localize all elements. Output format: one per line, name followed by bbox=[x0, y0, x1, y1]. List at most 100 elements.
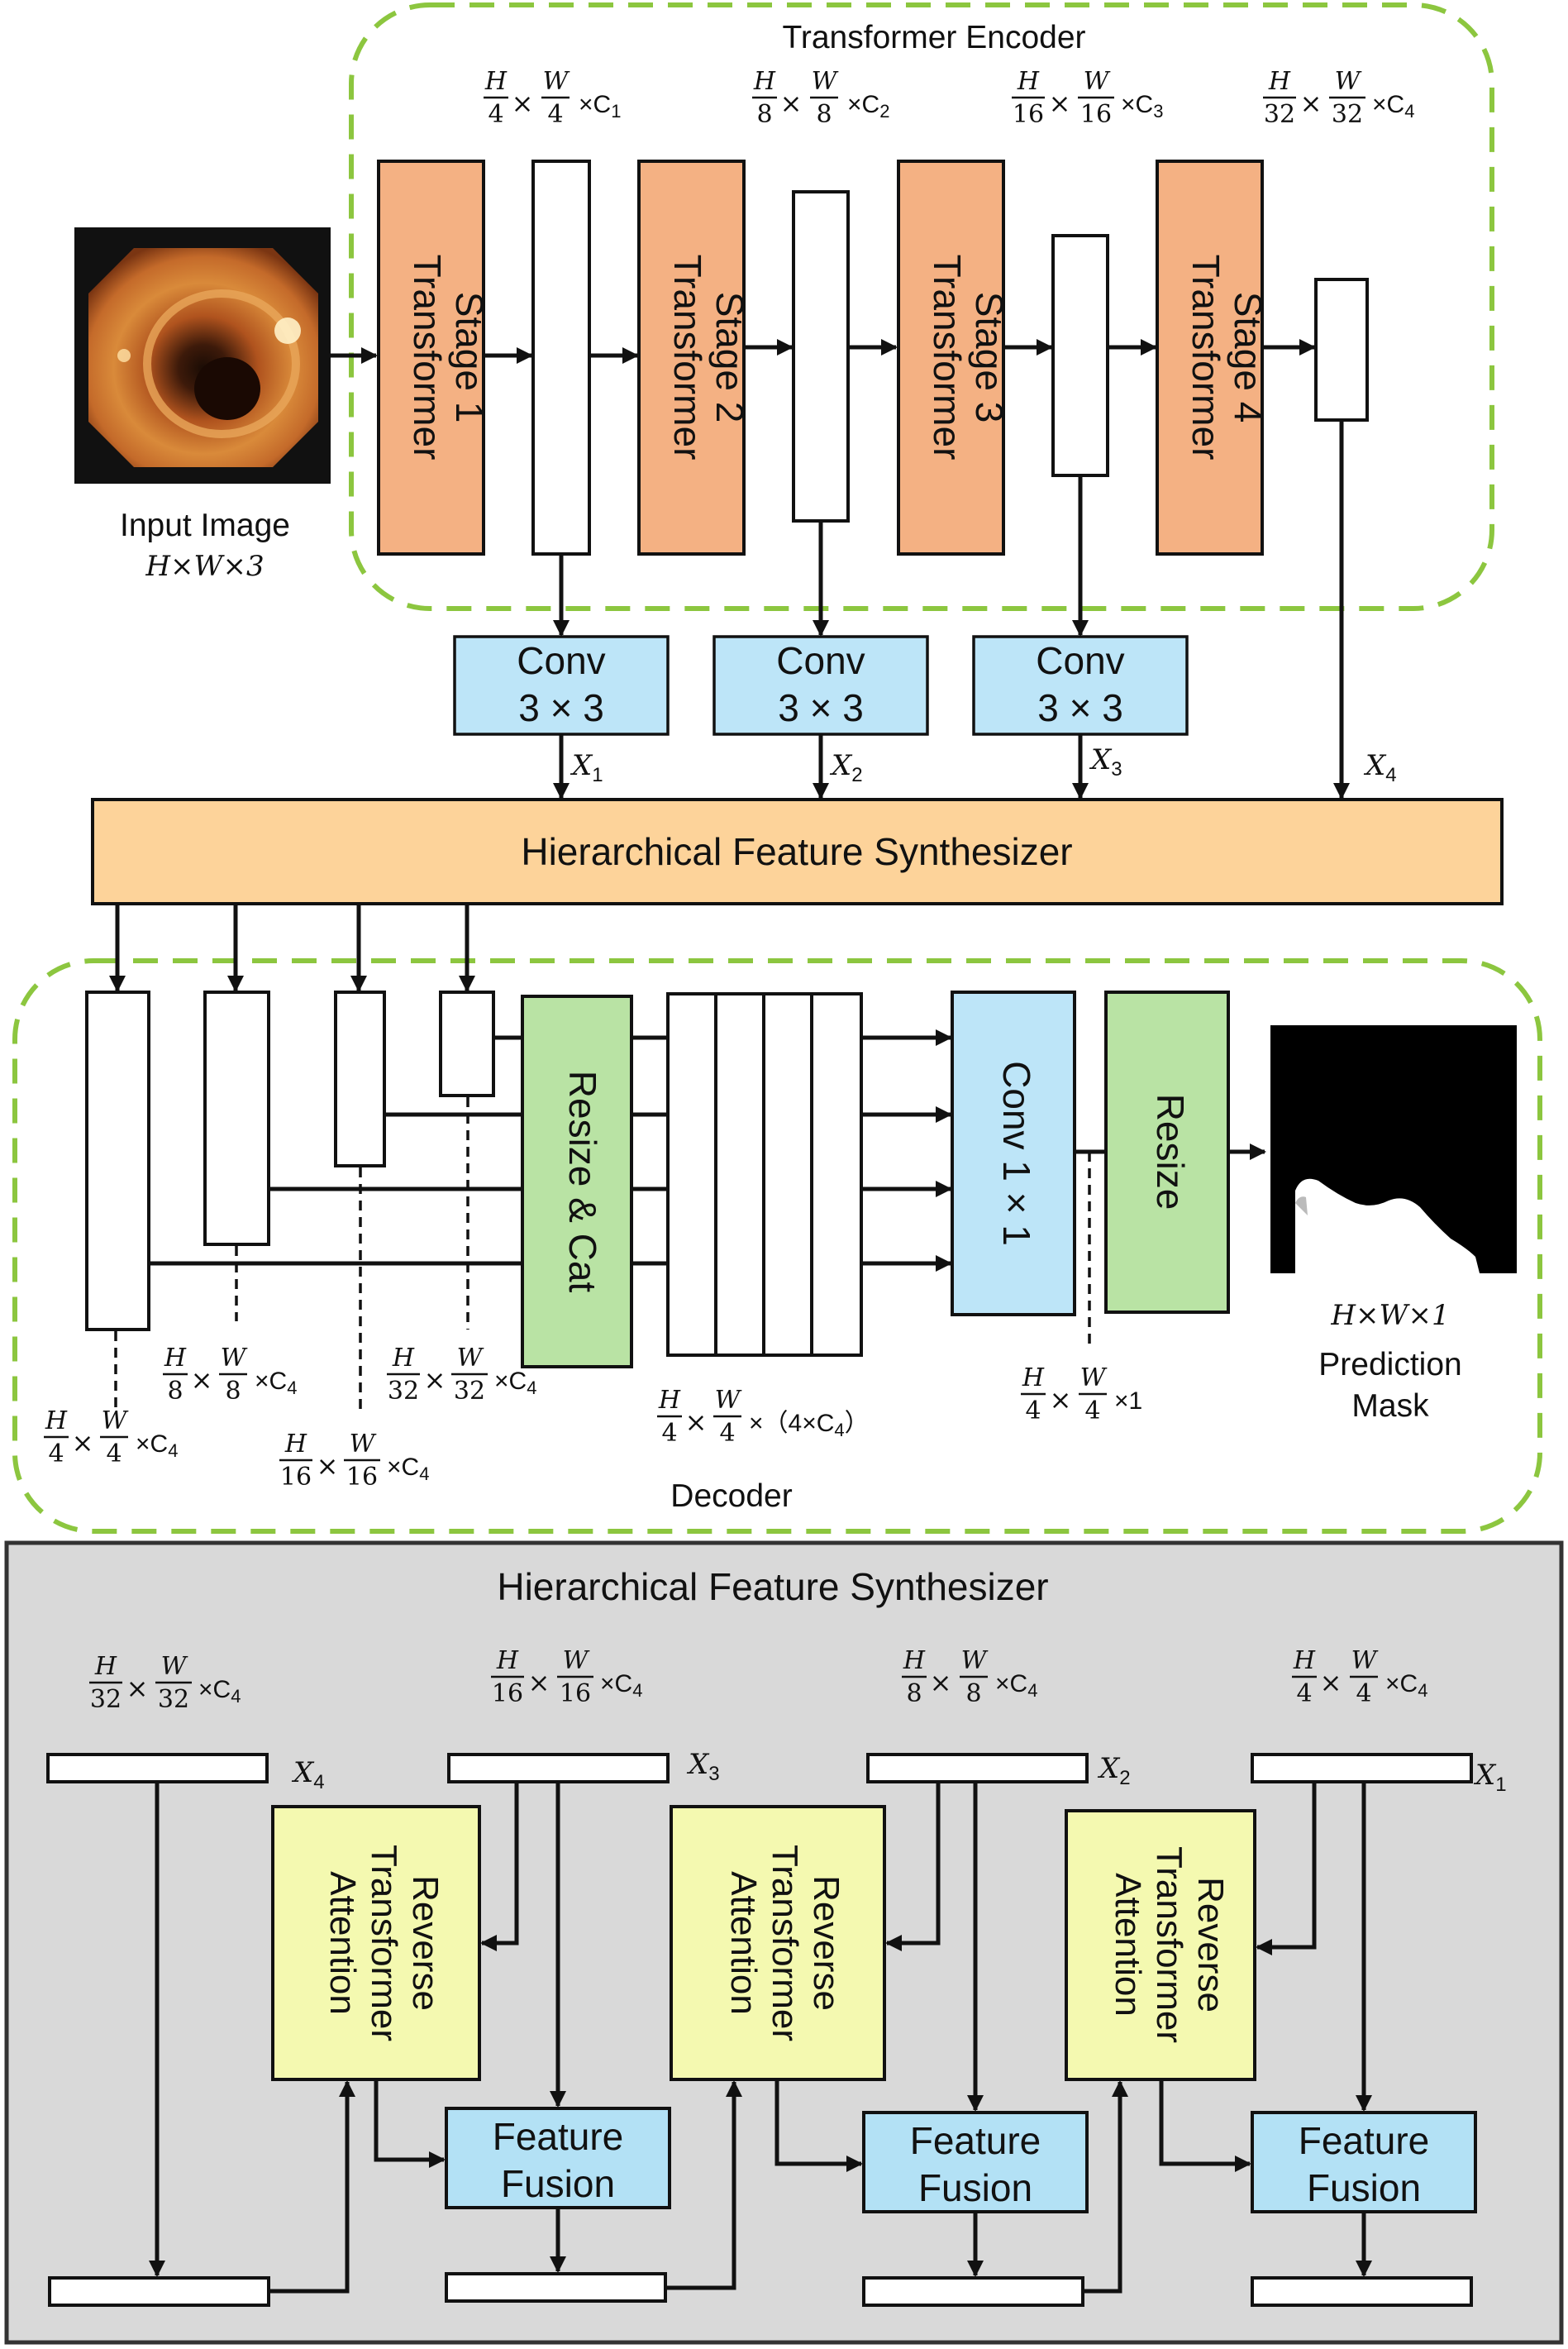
feature-map-2 bbox=[792, 190, 850, 523]
svg-text:W: W bbox=[563, 1646, 590, 1675]
svg-text:32: 32 bbox=[388, 1377, 419, 1406]
svg-text:W: W bbox=[715, 1386, 742, 1415]
detail-input-x4 bbox=[46, 1753, 269, 1783]
conv3x3-3: Conv 3 × 3 bbox=[972, 635, 1189, 736]
svg-text:×C4: ×C4 bbox=[255, 1368, 297, 1398]
encoder-dim-1: H 4 × W 4 ×C1 bbox=[484, 67, 621, 129]
svg-text:H: H bbox=[94, 1652, 117, 1681]
svg-text:W: W bbox=[1080, 1363, 1108, 1392]
svg-text:×: × bbox=[512, 88, 534, 119]
detail-dim-16: H 16 × W 16 ×C4 bbox=[491, 1646, 642, 1708]
input-image bbox=[74, 227, 331, 484]
label-x4: X4 bbox=[1363, 749, 1397, 786]
svg-text:Conv: Conv bbox=[1036, 639, 1124, 682]
label-x3: X3 bbox=[1089, 743, 1122, 781]
detail-output-3 bbox=[862, 2276, 1084, 2307]
svg-text:Reverse: Reverse bbox=[1190, 1877, 1231, 2012]
svg-text:Reverse: Reverse bbox=[806, 1875, 846, 2011]
feature-map-1 bbox=[531, 160, 591, 556]
decoder-dim-d32: H 32 × W 32 ×C4 bbox=[387, 1344, 536, 1406]
detail-input-x1 bbox=[1251, 1753, 1473, 1783]
svg-text:Reverse: Reverse bbox=[405, 1875, 446, 2011]
svg-text:8: 8 bbox=[756, 100, 772, 129]
hfs-detail-title: Hierarchical Feature Synthesizer bbox=[497, 1565, 1048, 1608]
svg-text:×: × bbox=[1320, 1667, 1342, 1698]
resize-block: Resize bbox=[1104, 991, 1230, 1314]
decoder-map-d4 bbox=[85, 991, 150, 1331]
svg-text:Feature: Feature bbox=[910, 2119, 1041, 2162]
svg-text:8: 8 bbox=[816, 100, 832, 129]
concat-block bbox=[666, 992, 863, 1357]
svg-text:H: H bbox=[903, 1646, 926, 1675]
feature-fusion-1: Feature Fusion bbox=[445, 2107, 671, 2209]
decoder-frame bbox=[12, 958, 1542, 1534]
svg-text:4: 4 bbox=[547, 100, 563, 129]
svg-text:×: × bbox=[1050, 1384, 1072, 1416]
wire-rta2-ff2 bbox=[774, 2079, 863, 2172]
svg-text:H: H bbox=[753, 67, 776, 96]
detail-output-1 bbox=[48, 2276, 270, 2307]
stage-3-label-a: Transformer bbox=[926, 255, 969, 461]
svg-text:32: 32 bbox=[454, 1377, 485, 1406]
svg-text:Fusion: Fusion bbox=[1307, 2166, 1421, 2209]
svg-text:4: 4 bbox=[48, 1439, 64, 1468]
svg-text:32: 32 bbox=[1264, 100, 1295, 129]
svg-text:32: 32 bbox=[1332, 100, 1363, 129]
transformer-stage-2: Transformer Stage 2 bbox=[637, 160, 751, 556]
conv3x3-2: Conv 3 × 3 bbox=[713, 635, 929, 736]
svg-text:H: H bbox=[484, 67, 508, 96]
wire-rta3-ff3 bbox=[1159, 2079, 1251, 2172]
svg-text:8: 8 bbox=[906, 1679, 922, 1708]
conv1x1-label: Conv 1 × 1 bbox=[995, 1061, 1038, 1246]
svg-text:×: × bbox=[930, 1667, 952, 1698]
encoder-dim-2: H 8 × W 8 ×C2 bbox=[752, 67, 889, 129]
svg-text:Feature: Feature bbox=[1299, 2119, 1430, 2162]
svg-text:Transformer: Transformer bbox=[1149, 1846, 1189, 2043]
detail-dim-8: H 8 × W 8 ×C4 bbox=[902, 1646, 1037, 1708]
svg-text:×C4: ×C4 bbox=[136, 1430, 178, 1461]
svg-text:16: 16 bbox=[280, 1463, 312, 1492]
svg-text:×: × bbox=[1049, 88, 1071, 119]
svg-text:×C4: ×C4 bbox=[995, 1670, 1037, 1701]
wire-x2-rta2 bbox=[885, 1782, 941, 1951]
svg-text:W: W bbox=[161, 1652, 188, 1681]
mask-dim: H×W×1 bbox=[1330, 1299, 1449, 1332]
svg-text:Transformer: Transformer bbox=[765, 1845, 805, 2041]
svg-text:8: 8 bbox=[167, 1377, 183, 1406]
svg-text:W: W bbox=[221, 1344, 248, 1373]
svg-text:×C4: ×C4 bbox=[494, 1368, 536, 1398]
detail-dim-32: H 32 × W 32 ×C4 bbox=[89, 1652, 241, 1714]
svg-text:×: × bbox=[1300, 88, 1323, 119]
svg-text:×: × bbox=[126, 1673, 149, 1704]
svg-text:4: 4 bbox=[488, 100, 503, 129]
stage-4-label-b: Stage 4 bbox=[1227, 292, 1270, 423]
conv1x1-block: Conv 1 × 1 bbox=[951, 991, 1076, 1316]
svg-text:Conv: Conv bbox=[776, 639, 865, 682]
detail-input-x3 bbox=[447, 1753, 670, 1783]
resize-cat-block: Resize & Cat bbox=[521, 995, 633, 1368]
svg-text:H: H bbox=[1022, 1363, 1045, 1392]
encoder-dim-3: H 16 × W 16 ×C3 bbox=[1012, 67, 1163, 129]
svg-text:H: H bbox=[1017, 67, 1040, 96]
rta-block-1: Reverse Transformer Attention bbox=[271, 1805, 481, 2081]
decoder-map-d32 bbox=[439, 991, 495, 1097]
svg-text:Fusion: Fusion bbox=[918, 2166, 1032, 2209]
svg-text:H: H bbox=[45, 1406, 68, 1435]
svg-text:×C1: ×C1 bbox=[579, 91, 621, 122]
svg-text:W: W bbox=[102, 1406, 129, 1435]
detail-output-4 bbox=[1251, 2276, 1473, 2307]
prediction-mask bbox=[1270, 1025, 1517, 1273]
svg-text:H: H bbox=[284, 1430, 307, 1459]
stage-2-label-b: Stage 2 bbox=[708, 292, 751, 423]
svg-text:×: × bbox=[191, 1364, 213, 1396]
svg-text:×1: ×1 bbox=[1114, 1387, 1142, 1415]
decoder-map-d8 bbox=[203, 991, 270, 1246]
label-x2: X2 bbox=[829, 749, 863, 786]
svg-text:3 × 3: 3 × 3 bbox=[778, 686, 864, 729]
feature-fusion-2: Feature Fusion bbox=[862, 2111, 1089, 2213]
detail-label-x2: X2 bbox=[1097, 1752, 1131, 1789]
svg-text:×: × bbox=[72, 1427, 94, 1459]
svg-text:Attention: Attention bbox=[322, 1871, 363, 2015]
feature-map-3 bbox=[1051, 234, 1109, 477]
wire-out1-rta1 bbox=[269, 2080, 355, 2294]
